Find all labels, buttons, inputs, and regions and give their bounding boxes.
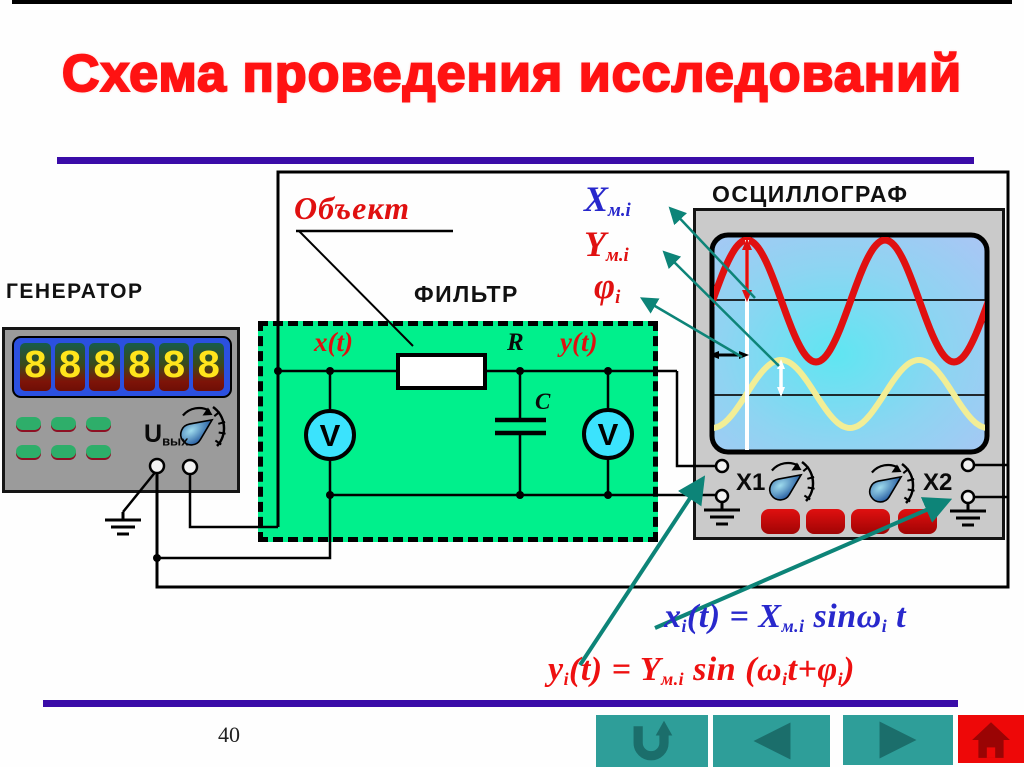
nav-home-button[interactable] (958, 715, 1024, 763)
generator-seven-segment-display: 8 8 8 8 8 8 (12, 336, 232, 398)
voltmeter-1-label: V (319, 418, 341, 453)
oscilloscope-button (761, 509, 800, 534)
generator-button (16, 445, 41, 458)
house-icon (972, 722, 1010, 758)
generator-ground (103, 510, 143, 536)
y-signal-formula: yi(t) = Yм.i sin (ωit+φi) (548, 651, 855, 689)
input-x1-label: X1 (736, 469, 766, 496)
generator-button (86, 417, 111, 430)
oscilloscope-button (851, 509, 890, 534)
display-digit: 8 (193, 343, 225, 391)
generator-button (86, 445, 111, 458)
phase-label: φi (594, 266, 621, 309)
generator-label: ГЕНЕРАТОР (6, 280, 144, 303)
top-border-strip (12, 0, 1012, 4)
input-signal-label: x(t) (314, 327, 353, 357)
capacitor-label: C (535, 389, 551, 414)
footer-divider-line (43, 700, 958, 707)
display-digit: 8 (89, 343, 121, 391)
nav-previous-button[interactable] (713, 715, 830, 767)
display-digit: 8 (158, 343, 190, 391)
input-x2-label: X2 (923, 469, 953, 496)
u-turn-arrow-icon (633, 720, 673, 761)
nav-next-button[interactable] (843, 715, 953, 765)
x-amplitude-label: Xм.i (584, 179, 631, 222)
oscilloscope-button (806, 509, 845, 534)
nav-back-button[interactable] (596, 715, 708, 767)
display-digit: 8 (54, 343, 86, 391)
x-signal-formula: xi(t) = Xм.i sinωi t (664, 598, 907, 636)
generator-button (51, 445, 76, 458)
title-divider-line (57, 157, 974, 164)
generator-button (16, 417, 41, 430)
page-number: 40 (218, 722, 240, 747)
display-digit: 8 (124, 343, 155, 391)
oscilloscope-label: ОСЦИЛЛОГРАФ (712, 181, 909, 207)
output-signal-label: y(t) (560, 327, 598, 357)
left-triangle-icon (753, 722, 790, 760)
resistor-label: R (507, 329, 524, 356)
object-callout-label: Объект (294, 190, 411, 226)
generator-button (51, 417, 76, 430)
oscilloscope-button (898, 509, 937, 534)
generator-output-voltage-label: Uвых (144, 420, 189, 449)
right-triangle-icon (879, 721, 917, 759)
slide-title: Схема проведения исследований (61, 44, 963, 104)
display-digit: 8 (20, 343, 51, 391)
voltmeter-2-label: V (597, 417, 619, 452)
filter-label: ФИЛЬТР (414, 281, 519, 307)
